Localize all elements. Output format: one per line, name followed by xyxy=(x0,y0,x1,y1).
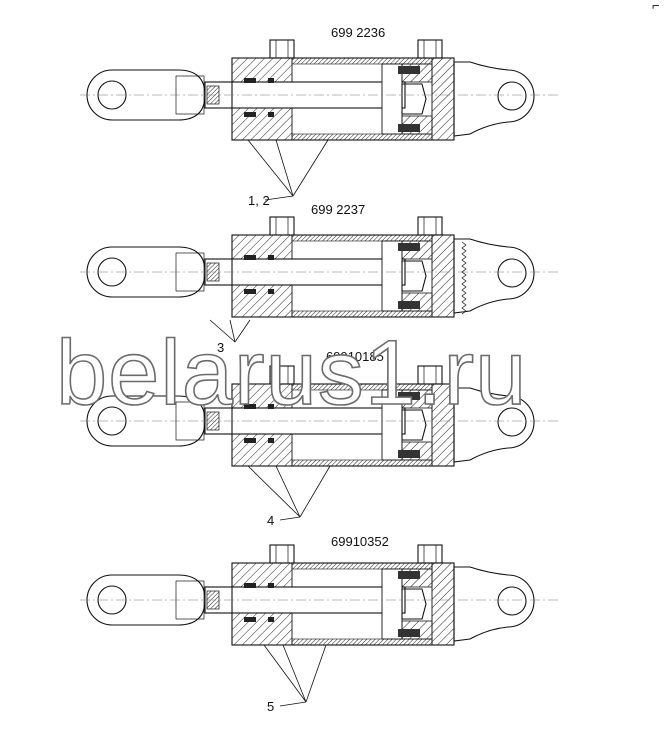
cylinder-diagram-4: 69910352 5 xyxy=(79,534,561,714)
callout-label: 3 xyxy=(217,340,224,355)
callout-label: 4 xyxy=(267,513,274,528)
cylinder-diagram-3: 69910185 4 xyxy=(79,349,561,528)
callout-label: 1, 2 xyxy=(248,193,270,208)
cylinder-diagram-2: 699 2237 3 xyxy=(79,202,561,355)
part-number-label: 699 2237 xyxy=(311,202,365,217)
cylinder-diagram-1: 699 2236 1, 2 xyxy=(79,25,561,208)
part-number-label: 69910185 xyxy=(326,349,384,364)
watermark-text: belarus1.ru xyxy=(56,322,527,424)
part-number-label: 699 2236 xyxy=(331,25,385,40)
part-number-label: 69910352 xyxy=(331,534,389,549)
callout-label: 5 xyxy=(267,699,274,714)
corner-mark: ⌐ xyxy=(652,0,660,13)
